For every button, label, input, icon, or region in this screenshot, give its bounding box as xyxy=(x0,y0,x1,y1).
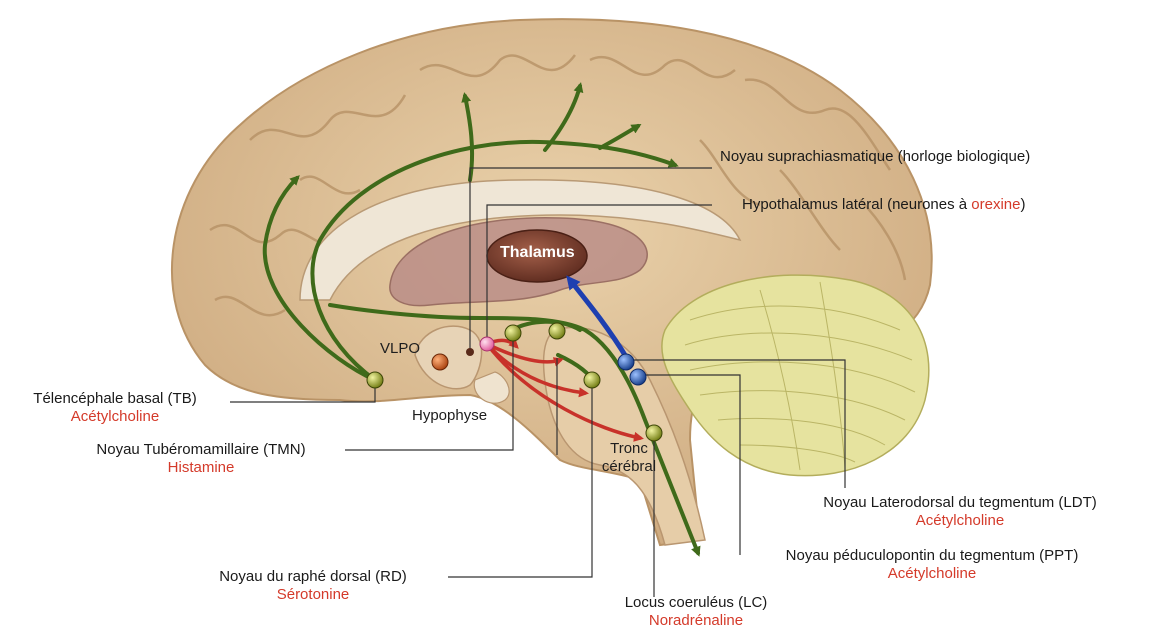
label-lh-orexine: orexine xyxy=(971,196,1020,213)
label-scn: Noyau suprachiasmatique (horloge biologi… xyxy=(720,148,1030,166)
label-lc-name: Locus coeruléus (LC) xyxy=(596,594,796,612)
label-rd-nt: Sérotonine xyxy=(180,586,446,604)
node-tmn xyxy=(505,325,521,341)
label-tmn: Noyau Tubéromamillaire (TMN) Histamine xyxy=(60,441,342,477)
label-ppt-nt: Acétylcholine xyxy=(742,565,1122,583)
label-lc: Locus coeruléus (LC) Noradrénaline xyxy=(596,594,796,630)
label-rd: Noyau du raphé dorsal (RD) Sérotonine xyxy=(180,568,446,604)
label-tronc-cerebral: Tronc cérébral xyxy=(598,440,660,476)
node-lc xyxy=(646,425,662,441)
node-rd-upper xyxy=(549,323,565,339)
label-ppt: Noyau péduculopontin du tegmentum (PPT) … xyxy=(742,547,1122,583)
label-tmn-name: Noyau Tubéromamillaire (TMN) xyxy=(60,441,342,459)
label-tronc-line2: cérébral xyxy=(598,458,660,476)
node-scn xyxy=(466,348,474,356)
label-ldt-name: Noyau Laterodorsal du tegmentum (LDT) xyxy=(785,494,1135,512)
label-thalamus: Thalamus xyxy=(500,244,575,262)
label-lateral-hypothalamus: Hypothalamus latéral (neurones à orexine… xyxy=(742,196,1026,214)
label-ldt-nt: Acétylcholine xyxy=(785,512,1135,530)
label-tronc-line1: Tronc xyxy=(598,440,660,458)
label-tmn-nt: Histamine xyxy=(60,459,342,477)
label-ldt: Noyau Laterodorsal du tegmentum (LDT) Ac… xyxy=(785,494,1135,530)
node-tb xyxy=(367,372,383,388)
label-lh-prefix: Hypothalamus latéral (neurones à xyxy=(742,196,971,213)
label-vlpo: VLPO xyxy=(380,340,420,358)
node-lh xyxy=(480,337,494,351)
label-lc-nt: Noradrénaline xyxy=(596,612,796,630)
node-ldt xyxy=(618,354,634,370)
label-tb: Télencéphale basal (TB) Acétylcholine xyxy=(5,390,225,426)
label-hypophyse: Hypophyse xyxy=(412,407,487,425)
node-vlpo xyxy=(432,354,448,370)
node-ppt xyxy=(630,369,646,385)
label-lh-suffix: ) xyxy=(1021,196,1026,213)
node-rd xyxy=(584,372,600,388)
label-rd-name: Noyau du raphé dorsal (RD) xyxy=(180,568,446,586)
label-tb-nt: Acétylcholine xyxy=(5,408,225,426)
label-tb-name: Télencéphale basal (TB) xyxy=(5,390,225,408)
label-ppt-name: Noyau péduculopontin du tegmentum (PPT) xyxy=(742,547,1122,565)
